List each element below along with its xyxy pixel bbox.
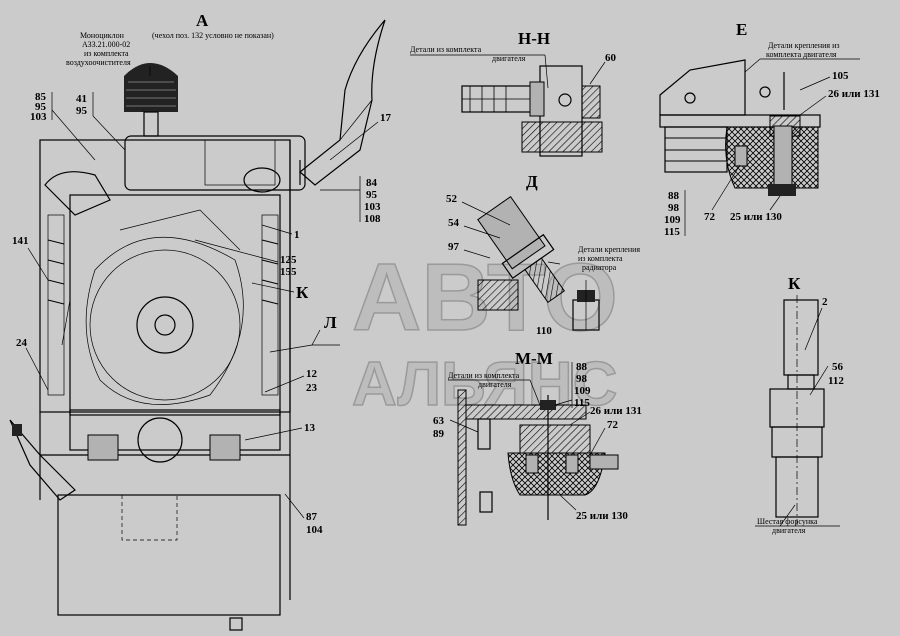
callout-109-e: 109	[664, 214, 681, 226]
callout-88-m: 88	[576, 361, 588, 373]
view-mm-title: М-М	[515, 349, 553, 368]
note-monocyclone-code: АЗЗ.21.000-02	[82, 40, 130, 49]
callout-97: 97	[448, 241, 460, 253]
callout-108: 108	[364, 213, 381, 225]
callout-109-m: 109	[574, 385, 591, 397]
callout-105: 105	[832, 70, 849, 82]
callout-1: 1	[294, 229, 300, 241]
note-k-1: Шестая форсунка	[757, 517, 818, 526]
callout-26-m: 26 или 131	[590, 405, 642, 417]
note-d-parts-3: радиатора	[582, 263, 617, 272]
callout-95b: 95	[76, 105, 88, 117]
section-d	[477, 195, 600, 331]
view-k-title: К	[788, 274, 801, 293]
callout-85: 85	[35, 91, 47, 103]
callout-84: 84	[366, 177, 378, 189]
callout-63: 63	[433, 415, 445, 427]
callout-104: 104	[306, 524, 323, 536]
callout-115-m: 115	[574, 397, 590, 409]
note-mm-parts-1: Детали из комплекта	[448, 371, 520, 380]
callout-l: Л	[324, 313, 337, 332]
callout-87: 87	[306, 511, 318, 523]
note-e-parts-2: комплекта двигателя	[766, 50, 837, 59]
callout-52: 52	[446, 193, 458, 205]
note-k-2: двигателя	[772, 526, 806, 535]
section-h-h	[461, 65, 603, 157]
callout-110: 110	[536, 325, 552, 337]
note-cover: (чехол поз. 132 условно не показан)	[152, 31, 274, 40]
callout-141: 141	[12, 235, 29, 247]
callout-k: К	[296, 283, 309, 302]
section-m-m	[457, 389, 619, 526]
callout-26-e: 26 или 131	[828, 88, 880, 100]
note-hh-parts-1: Детали из комплекта	[410, 45, 482, 54]
callout-89: 89	[433, 428, 445, 440]
view-a-title: А	[196, 11, 209, 30]
view-d-title: Д	[526, 172, 538, 191]
callout-13: 13	[304, 422, 316, 434]
callout-17: 17	[380, 112, 392, 124]
callout-54: 54	[448, 217, 460, 229]
main-view-engine	[9, 19, 386, 631]
note-e-parts-1: Детали крепления из	[768, 41, 840, 50]
callout-60: 60	[605, 52, 617, 64]
note-d-parts-1: Детали крепления	[578, 245, 640, 254]
callout-72-e: 72	[704, 211, 716, 223]
callout-72-m: 72	[607, 419, 619, 431]
view-e-title: Е	[736, 20, 747, 39]
callout-115-e: 115	[664, 226, 680, 238]
note-from-kit-air: из комплекта	[84, 49, 129, 58]
callout-24: 24	[16, 337, 28, 349]
callout-112: 112	[828, 375, 844, 387]
callout-98-m: 98	[576, 373, 588, 385]
note-hh-parts-2: двигателя	[492, 54, 526, 63]
callout-56: 56	[832, 361, 844, 373]
callout-95c: 95	[366, 189, 378, 201]
callout-41: 41	[76, 93, 87, 105]
note-d-parts-2: из комплекта	[578, 254, 623, 263]
section-k	[769, 295, 825, 525]
note-monocyclone: Моноциклон	[80, 31, 125, 40]
callout-95a: 95	[35, 101, 47, 113]
note-air-cleaner: воздухоочистителя	[66, 58, 131, 67]
callout-155: 155	[280, 266, 297, 278]
callout-25-e: 25 или 130	[730, 211, 782, 223]
callout-103a: 103	[30, 111, 47, 123]
callout-88-e: 88	[668, 190, 680, 202]
note-mm-parts-2: двигателя	[478, 380, 512, 389]
callout-23: 23	[306, 382, 318, 394]
callout-2: 2	[822, 296, 828, 308]
callout-12: 12	[306, 368, 318, 380]
callout-103b: 103	[364, 201, 381, 213]
callout-125: 125	[280, 254, 297, 266]
callout-25-m: 25 или 130	[576, 510, 628, 522]
view-hh-title: Н-Н	[518, 29, 550, 48]
callout-98-e: 98	[668, 202, 680, 214]
section-e	[659, 59, 821, 196]
